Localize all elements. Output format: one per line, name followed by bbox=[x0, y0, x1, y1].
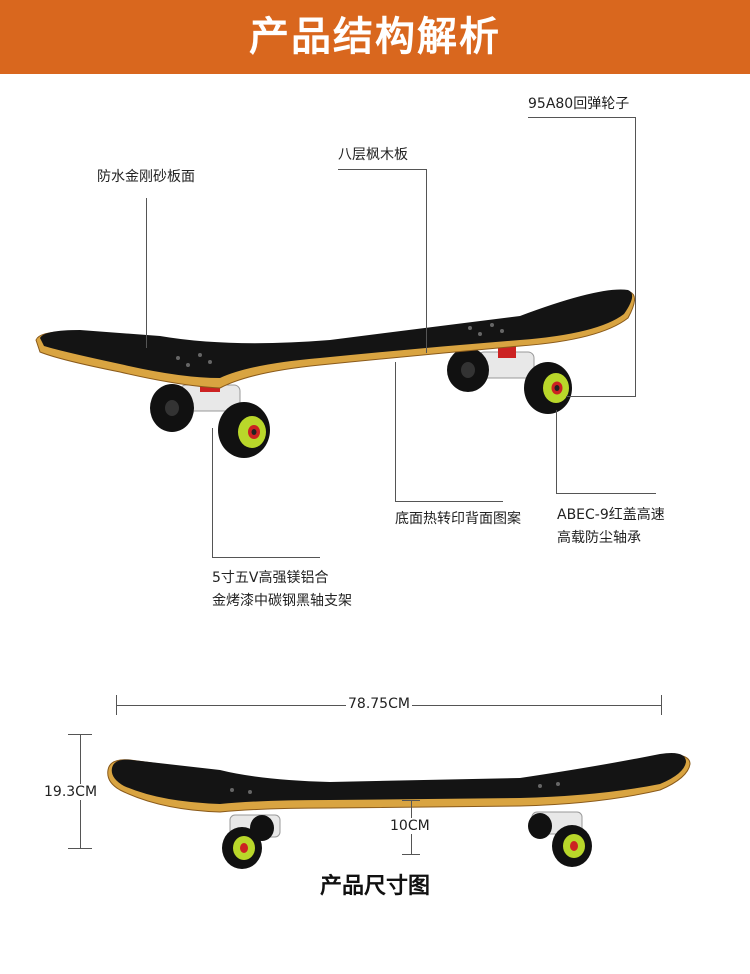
maple-leader-line-v bbox=[426, 169, 427, 353]
ground-dim-label: 10CM bbox=[388, 818, 432, 834]
wheels-leader-line-v bbox=[635, 117, 636, 397]
front-wheel-front bbox=[524, 362, 572, 414]
wheels-label: 95A80回弹轮子 bbox=[528, 96, 630, 112]
front-wheel-back bbox=[447, 348, 489, 392]
length-dim-label: 78.75CM bbox=[346, 696, 412, 712]
dim-rear-wheel bbox=[222, 814, 281, 869]
page-title: 产品结构解析 bbox=[249, 14, 501, 60]
deck-griptape bbox=[40, 289, 633, 378]
print-leader-line-h bbox=[395, 501, 503, 502]
bearing-leader-line-v bbox=[556, 410, 557, 494]
ground-dim-tick-bottom bbox=[402, 854, 420, 855]
maple-leader-line-h bbox=[338, 169, 426, 170]
height-dim-label: 19.3CM bbox=[42, 784, 100, 800]
length-dim-tick-right bbox=[661, 695, 662, 715]
header-banner bbox=[0, 0, 750, 74]
dim-front-wheel bbox=[528, 811, 592, 867]
rear-wheel-front bbox=[218, 402, 270, 458]
deck-bolts bbox=[176, 323, 504, 367]
griptape-label: 防水金刚砂板面 bbox=[97, 169, 195, 185]
height-dim-tick-bottom bbox=[68, 848, 92, 849]
print-leader-line-v bbox=[395, 362, 396, 502]
maple-label: 八层枫木板 bbox=[338, 147, 408, 163]
bearing-label-line1: ABEC-9红盖高速 bbox=[557, 507, 665, 523]
truck-leader-line-v bbox=[212, 428, 213, 558]
truck-label-line2: 金烤漆中碳钢黑轴支架 bbox=[212, 593, 352, 609]
front-truck bbox=[477, 346, 535, 379]
dim-deck-bolts bbox=[230, 782, 560, 794]
griptape-leader-line bbox=[146, 198, 147, 348]
dim-deck-griptape bbox=[111, 753, 686, 804]
wheels-leader-line-h bbox=[528, 117, 636, 118]
bearing-leader-line-h bbox=[556, 493, 656, 494]
dimension-section-title: 产品尺寸图 bbox=[319, 874, 430, 899]
bottom-print-label: 底面热转印背面图案 bbox=[395, 511, 521, 527]
truck-leader-line-h bbox=[212, 557, 320, 558]
truck-label-line1: 5寸五V高强镁铝合 bbox=[212, 570, 329, 586]
wheels-leader-line-h2 bbox=[566, 396, 636, 397]
bearing-label-line2: 高载防尘轴承 bbox=[557, 530, 641, 546]
rear-wheel-back bbox=[150, 384, 194, 432]
